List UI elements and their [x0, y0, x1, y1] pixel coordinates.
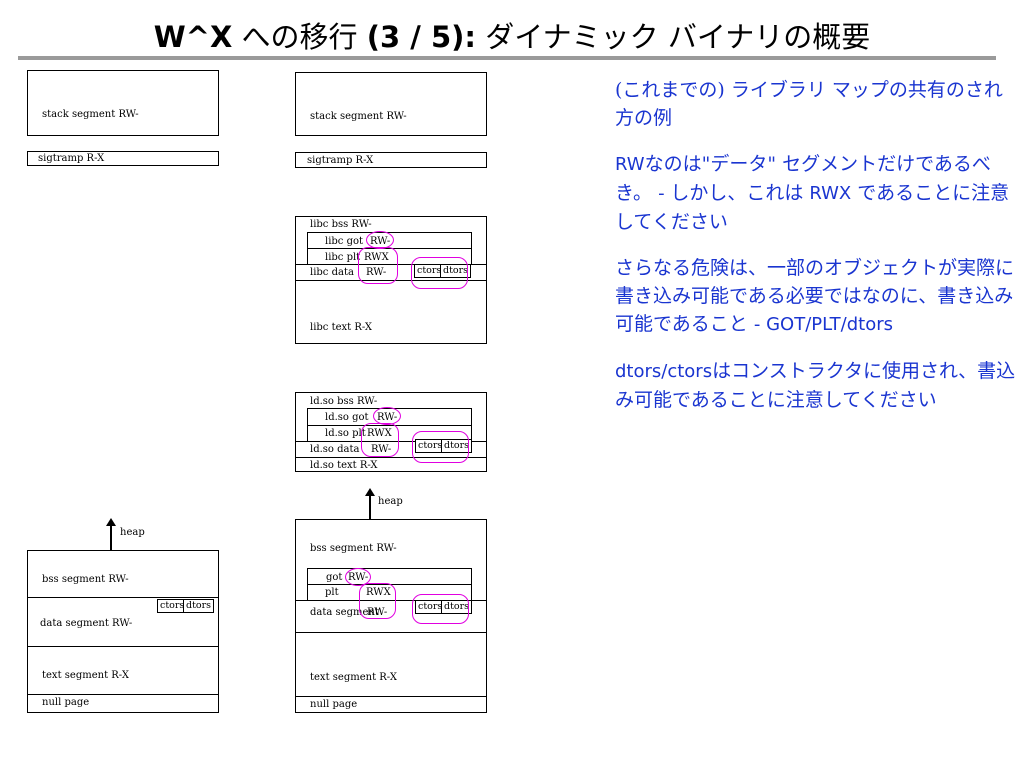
got-highlight — [345, 568, 371, 586]
bss-segment-label: bss segment RW- — [42, 574, 129, 585]
libc-data-label: libc data — [310, 267, 354, 278]
ldso-got-highlight — [373, 407, 401, 425]
divider — [295, 600, 487, 601]
divider — [27, 597, 219, 598]
note-1: (これまでの) ライブラリ マップの共有のされ方の例 — [615, 76, 1017, 132]
stack-segment-box-r — [295, 72, 487, 136]
ldso-ctors-highlight — [412, 431, 469, 463]
libc-plt-label: libc plt — [325, 252, 361, 263]
heap-label-r: heap — [378, 496, 403, 507]
data-segment-label-r: data segment — [310, 607, 379, 618]
sigtramp-box-r — [295, 152, 487, 168]
note-2-part-d: しかし、これは — [670, 182, 810, 204]
data-segment-label: data segment RW- — [40, 618, 133, 629]
libc-dtors-cell: dtors — [440, 264, 472, 278]
stack-segment-box — [27, 70, 219, 136]
note-2-part-c: - — [658, 183, 671, 204]
note-2-part-f: であることに注意してください — [615, 182, 1010, 233]
note-4-part-a: dtors/ctors — [615, 361, 713, 382]
data-segment-perm: RW- — [367, 607, 388, 618]
divider — [295, 632, 487, 633]
null-page-label-r: null page — [310, 699, 358, 710]
plt-perm: RWX — [366, 587, 391, 598]
divider — [307, 568, 471, 569]
note-2: RWなのは"データ" セグメントだけであるべき。 - しかし、これは RWX で… — [615, 150, 1017, 236]
ldso-plt-highlight — [361, 423, 399, 457]
divider — [295, 264, 487, 265]
divider — [471, 568, 472, 600]
sigtramp-box — [27, 151, 219, 166]
divider — [471, 232, 472, 264]
heap-arrow-line-r — [369, 495, 371, 519]
note-4-part-b: はコンストラクタに使用され、書込み可能であることに注意してください — [615, 360, 1016, 411]
ldso-data-label: ld.so data — [310, 444, 360, 455]
ctors-highlight-r — [412, 594, 469, 624]
libc-text-label: libc text R-X — [310, 322, 373, 333]
libc-plt-highlight — [358, 247, 398, 284]
libc-plt-perm: RWX — [364, 252, 389, 263]
heap-arrow-icon — [106, 518, 116, 526]
binary-box — [27, 550, 219, 713]
heap-arrow-line — [110, 525, 112, 550]
divider — [295, 441, 487, 442]
null-page-label: null page — [42, 697, 90, 708]
ldso-plt-perm: RWX — [367, 428, 392, 439]
ldso-plt-label: ld.so plt — [325, 428, 366, 439]
title-text-2: ダイナミック バイナリの概要 — [476, 20, 871, 54]
title-wx: W^X — [153, 20, 233, 54]
ldso-dtors-cell: dtors — [441, 439, 473, 453]
ldso-bss-label: ld.so bss RW- — [310, 396, 378, 407]
explanation-notes: (これまでの) ライブラリ マップの共有のされ方の例 RWなのは"データ" セグ… — [615, 76, 1017, 432]
note-3-part-a: さらなる危険は、一部のオブジェクトが実際に書き込み可能である必要ではなのに、書き… — [615, 257, 1015, 335]
text-segment-label: text segment R-X — [42, 670, 129, 681]
stack-segment-label: stack segment RW- — [42, 109, 139, 120]
dtors-cell: dtors — [183, 599, 215, 613]
libc-ctors-highlight — [411, 257, 468, 289]
note-3: さらなる危険は、一部のオブジェクトが実際に書き込み可能である必要ではなのに、書き… — [615, 254, 1017, 339]
divider — [27, 646, 219, 647]
plt-label: plt — [325, 587, 339, 598]
title-text-1: への移行 — [232, 20, 367, 54]
libc-got-label: libc got — [325, 236, 364, 247]
note-3-part-b: - GOT/PLT/dtors — [753, 314, 893, 335]
heap-label: heap — [120, 527, 145, 538]
note-1-part-a: (これまでの) — [615, 79, 725, 101]
divider — [295, 696, 487, 697]
note-2-part-a: RW — [615, 154, 645, 175]
stack-segment-label-r: stack segment RW- — [310, 111, 407, 122]
text-segment-label-r: text segment R-X — [310, 672, 397, 683]
bss-segment-label-r: bss segment RW- — [310, 543, 397, 554]
divider — [471, 408, 472, 441]
sigtramp-label-r: sigtramp R-X — [307, 155, 374, 166]
ldso-text-label: ld.so text R-X — [310, 460, 378, 471]
plt-highlight — [359, 583, 396, 619]
title-rule — [18, 56, 996, 60]
ldso-got-label: ld.so got — [325, 412, 369, 423]
divider — [27, 694, 219, 695]
sigtramp-label: sigtramp R-X — [38, 153, 105, 164]
heap-arrow-icon-r — [365, 488, 375, 496]
slide-title: W^X への移行 (3 / 5): ダイナミック バイナリの概要 — [0, 14, 1024, 56]
libc-data-perm: RW- — [366, 267, 387, 278]
note-2-part-e: RWX — [809, 183, 852, 204]
note-4: dtors/ctorsはコンストラクタに使用され、書込み可能であることに注意して… — [615, 357, 1017, 414]
title-page: (3 / 5): — [366, 20, 477, 54]
note-1-part-b: ライブラリ マップの共有のされ方の例 — [615, 79, 1003, 129]
note-2-part-b: なのは"データ" セグメントだけであるべき。 — [615, 153, 991, 204]
libc-bss-label: libc bss RW- — [310, 219, 372, 230]
ldso-data-perm: RW- — [371, 444, 392, 455]
divider — [295, 457, 487, 458]
got-label: got — [326, 572, 343, 583]
divider — [307, 408, 308, 441]
libc-got-highlight — [366, 231, 394, 249]
